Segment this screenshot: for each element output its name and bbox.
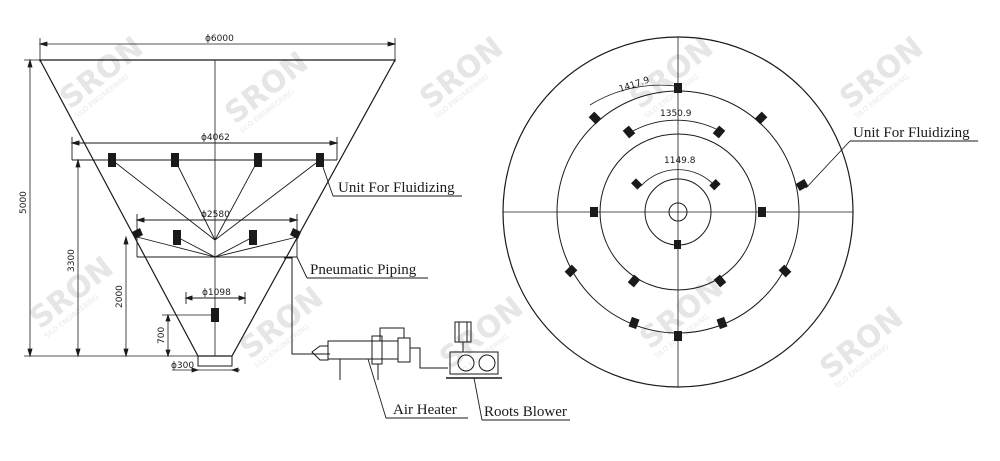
label-roots-blower: Roots Blower [484, 404, 567, 420]
fluidizing-nozzle [716, 316, 728, 330]
dim-ring3-diameter: ɸ1098 [202, 288, 231, 298]
watermark-brand: SRON [218, 45, 315, 131]
dim-arc-middle: 1350.9 [660, 109, 692, 119]
dim-ring2-diameter: ɸ2580 [201, 210, 230, 220]
fluidizing-nozzle [588, 111, 602, 125]
watermark-brand: SRON [233, 280, 330, 366]
fluidizing-nozzle [290, 228, 301, 239]
arc-dim-outer [589, 84, 677, 106]
leader-pneumatic-piping [296, 256, 428, 279]
watermark-brand: SRON [633, 270, 730, 356]
heater-flange [371, 335, 383, 365]
dim-height-3300: 3300 [67, 249, 77, 272]
dim-arc-inner: 1149.8 [664, 156, 696, 166]
fluidizing-nozzle [712, 125, 726, 139]
air-heater [311, 327, 448, 380]
fluidizing-nozzle [709, 179, 721, 191]
heater-end-cap [397, 337, 411, 363]
fluidizing-nozzle [758, 207, 766, 217]
leader-air-heater [367, 358, 468, 419]
arc-dim-inner [640, 169, 716, 187]
fluidizing-nozzle [778, 264, 792, 278]
dim-outlet [172, 367, 240, 373]
fluidizing-nozzle [171, 153, 179, 167]
fluidizing-nozzle [590, 207, 598, 217]
leader-roots-blower [473, 377, 570, 421]
watermark-brand: SRON [433, 290, 530, 376]
outlet-neck [197, 355, 233, 367]
plan-nozzles [564, 83, 809, 341]
blower-body [449, 351, 499, 375]
arc-dim-middle [632, 119, 721, 132]
dim-outlet-diameter: ɸ300 [171, 361, 194, 371]
dim-total-height: 5000 [19, 191, 29, 214]
fluidizing-nozzle [211, 308, 219, 322]
ring2 [135, 214, 299, 258]
dim-top [38, 38, 397, 62]
dim-ring1-diameter: ɸ4062 [201, 133, 230, 143]
fluidizing-nozzle [713, 274, 727, 288]
heater-body [327, 340, 399, 360]
watermark-brand: SRON [53, 30, 150, 116]
watermark-brand: SRON [623, 30, 720, 116]
fluidizing-nozzle [254, 153, 262, 167]
fluidizing-nozzle [173, 230, 181, 245]
heater-outlet-pipe [379, 327, 405, 341]
ring1-nozzles [108, 153, 324, 167]
fluidizing-nozzle [316, 153, 324, 167]
blower-motor [478, 354, 496, 372]
label-pneumatic-piping: Pneumatic Piping [310, 262, 417, 278]
ring3 [184, 292, 247, 304]
fluidizing-nozzle [754, 111, 768, 125]
fluidizing-nozzle [249, 230, 257, 245]
fluidizing-nozzle [674, 331, 682, 341]
label-air-heater: Air Heater [393, 402, 457, 418]
blower-rotor [457, 354, 475, 372]
fluidizing-nozzle [674, 240, 681, 249]
watermark-brand: SRON [833, 30, 930, 116]
label-fluidizing-right: Unit For Fluidizing [853, 125, 970, 141]
fluidizing-nozzle [627, 274, 641, 288]
dim-height-700: 700 [157, 327, 167, 344]
heater-to-blower-pipe [410, 347, 448, 369]
leader-fluidizing-right [805, 140, 978, 189]
fluidizing-nozzle [132, 228, 143, 239]
pneumatic-pipe [284, 257, 330, 355]
fluidizing-nozzle [108, 153, 116, 167]
ring1 [70, 137, 339, 241]
ring2-nozzles [132, 228, 301, 245]
heater-inlet-cone [311, 345, 329, 361]
fluidizing-nozzle [628, 316, 640, 330]
fluidizing-nozzle [795, 179, 809, 191]
leader-fluidizing-left [322, 166, 462, 197]
watermark-brand: SRON [813, 300, 910, 386]
fluidizing-nozzle [674, 83, 682, 93]
dim-height-2000: 2000 [115, 285, 125, 308]
dim-heights [24, 58, 213, 358]
plan-arc-dims [589, 84, 721, 187]
fluidizing-nozzle [622, 125, 636, 139]
label-fluidizing-left: Unit For Fluidizing [338, 180, 455, 196]
dim-top-diameter: ɸ6000 [205, 34, 234, 44]
fluidizing-nozzle [564, 264, 578, 278]
fluidizing-nozzle [631, 178, 643, 190]
watermark-brand: SRON [413, 30, 510, 116]
